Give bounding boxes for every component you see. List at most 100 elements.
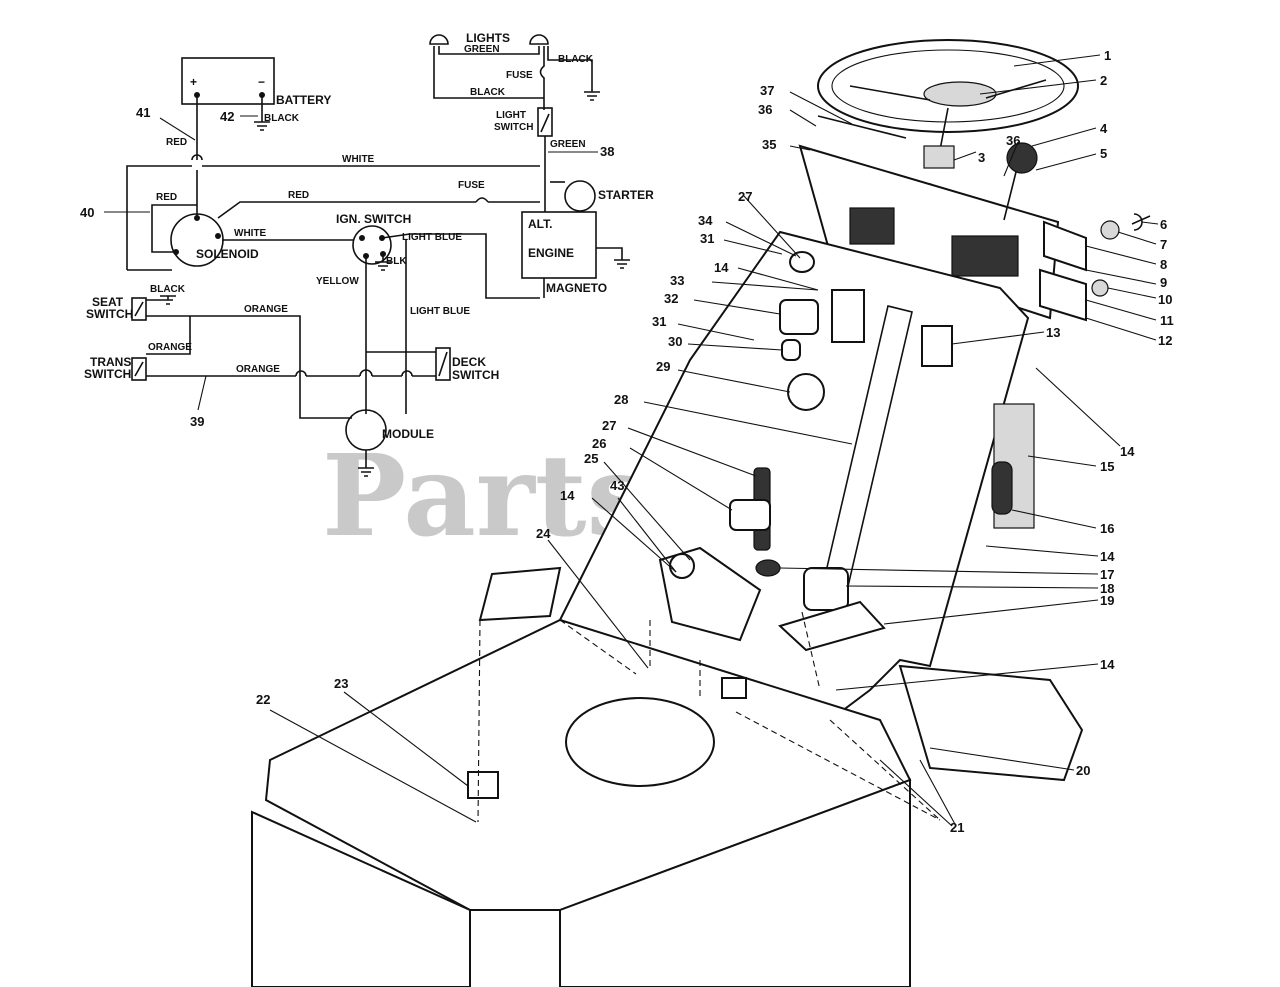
leader-25 [603,461,691,561]
ignition-key-icon [1131,213,1151,231]
callout-26: 26 [592,436,606,451]
seat-switch-label-2: SWITCH [86,307,133,321]
callout-7: 7 [1160,237,1167,252]
seat-switch-label-1: SEAT [92,295,124,309]
seat-switch-part [921,325,953,367]
steering-bracket-19 [778,600,886,652]
fuse-top-symbol [539,46,545,110]
leader-43 [617,497,677,573]
light-switch-label-1: LIGHT [496,110,526,121]
leader-27-low [627,427,757,477]
chassis-front-right [559,778,911,987]
fuse-mid-symbol [475,197,489,203]
callout-36-right: 36 [1006,133,1020,148]
callout-17: 17 [1100,567,1114,582]
callout-33: 33 [670,273,684,288]
callout-41: 41 [136,105,150,120]
wire-label-red-mid: RED [288,190,309,201]
callout-8: 8 [1160,257,1167,272]
leader-20 [929,747,1075,771]
wire-label-red-battery: RED [166,137,187,148]
wire-label-red-solenoid: RED [156,192,177,203]
leader-14-right [1035,367,1121,447]
leader-14-left [591,497,677,573]
spring-grip [991,461,1013,515]
wire-label-orange-2: ORANGE [148,342,192,353]
leader-4 [1031,127,1097,147]
steering-spokes [849,79,1047,151]
callout-14-low: 14 [1100,657,1115,672]
leader-10 [1107,287,1157,299]
side-bracket-bottom [1039,268,1087,322]
callout-14-mid: 14 [1100,549,1115,564]
leader-15 [1027,455,1097,467]
deck-switch-label-1: DECK [452,355,486,369]
wire-orange-seat [146,315,352,419]
fender-right-20 [898,664,1084,782]
callout-35: 35 [762,137,776,152]
seat-ground-icon [146,295,176,305]
wire-crossover [191,154,203,161]
deck-switch-part [721,677,747,699]
wire-orange-crossovers [295,369,413,377]
throttle-lever [1003,171,1017,221]
engine-box [521,211,597,279]
battery-plus: + [190,75,197,89]
leader-36 [789,109,1019,177]
wire-label-blk: BLK [386,256,407,267]
leader-9 [1085,269,1157,285]
alt-label: ALT. [528,217,552,231]
wire-label-black-seat: BLACK [150,284,186,295]
callout-32: 32 [664,291,678,306]
wire-black-fuse-ground [547,46,600,101]
leader-16 [1011,509,1097,529]
callout-numbers: 1 2 3 4 5 6 7 8 9 10 11 12 13 14 14 14 1… [256,48,1174,835]
deck-switch-toggle [438,351,448,377]
leader-11 [1085,299,1157,321]
wire-red-solenoid [151,204,197,253]
callout-21: 21 [950,820,964,835]
deck-switch-symbol [435,347,451,381]
fuse-top-label: FUSE [506,70,533,81]
callout-31-top: 31 [700,231,714,246]
washer-43 [669,553,695,579]
callout-40: 40 [80,205,94,220]
bearing-18 [803,567,849,611]
wire-label-green-lights: GREEN [464,44,500,55]
mount-plate-14 [831,289,865,343]
starter-label: STARTER [598,188,654,202]
battery-ground-icon [254,95,270,131]
ign-switch-label: IGN. SWITCH [336,212,411,226]
lights-symbol [429,34,549,45]
module-ground-icon [358,450,374,477]
module-label: MODULE [382,427,434,441]
ign-ground-icon [375,254,391,271]
callout-5: 5 [1100,146,1107,161]
callout-22: 22 [256,692,270,707]
callout-36-left: 36 [758,102,772,117]
callout-23: 23 [334,676,348,691]
callout-14-top: 14 [714,260,729,275]
callout-39-leader [197,375,207,411]
ignition-switch-29 [787,373,825,411]
assembly-lines [477,611,941,823]
leader-27-top [743,195,801,259]
leader-17 [779,567,1099,575]
callout-38: 38 [600,144,614,159]
callout-2: 2 [1100,73,1107,88]
wire-label-orange-1: ORANGE [244,304,288,315]
callout-42: 42 [220,109,234,124]
battery-symbol [181,57,275,105]
leader-34 [725,221,797,257]
callout-10: 10 [1158,292,1172,307]
callout-39: 39 [190,414,204,429]
collar-30 [781,339,801,361]
wire-orange-link [146,316,191,355]
callout-27-top: 27 [738,189,752,204]
leader-14-mid [985,545,1099,557]
callout-11: 11 [1160,313,1174,328]
wire-label-green-switch: GREEN [550,139,586,150]
fuse-mid-label: FUSE [458,180,485,191]
washer [1091,279,1109,297]
wire-green-lights [438,46,540,55]
